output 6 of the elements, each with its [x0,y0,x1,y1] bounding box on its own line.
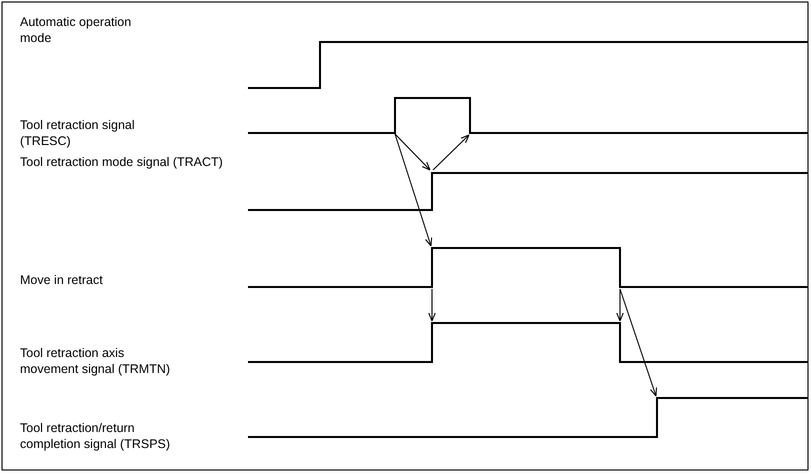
signal-name: Automatic operation mode [20,14,132,46]
signal-name: Tool retraction/return completion signal (TRSPS) [20,420,172,452]
signal-name: Tool retraction signal (TRESC) [20,117,136,149]
signal-name: Move in retract [20,272,104,288]
signal-name: Tool retraction mode signal (TRACT) [20,154,224,170]
signal-name: Tool retraction axis movement signal (TRMTN) [20,345,172,377]
